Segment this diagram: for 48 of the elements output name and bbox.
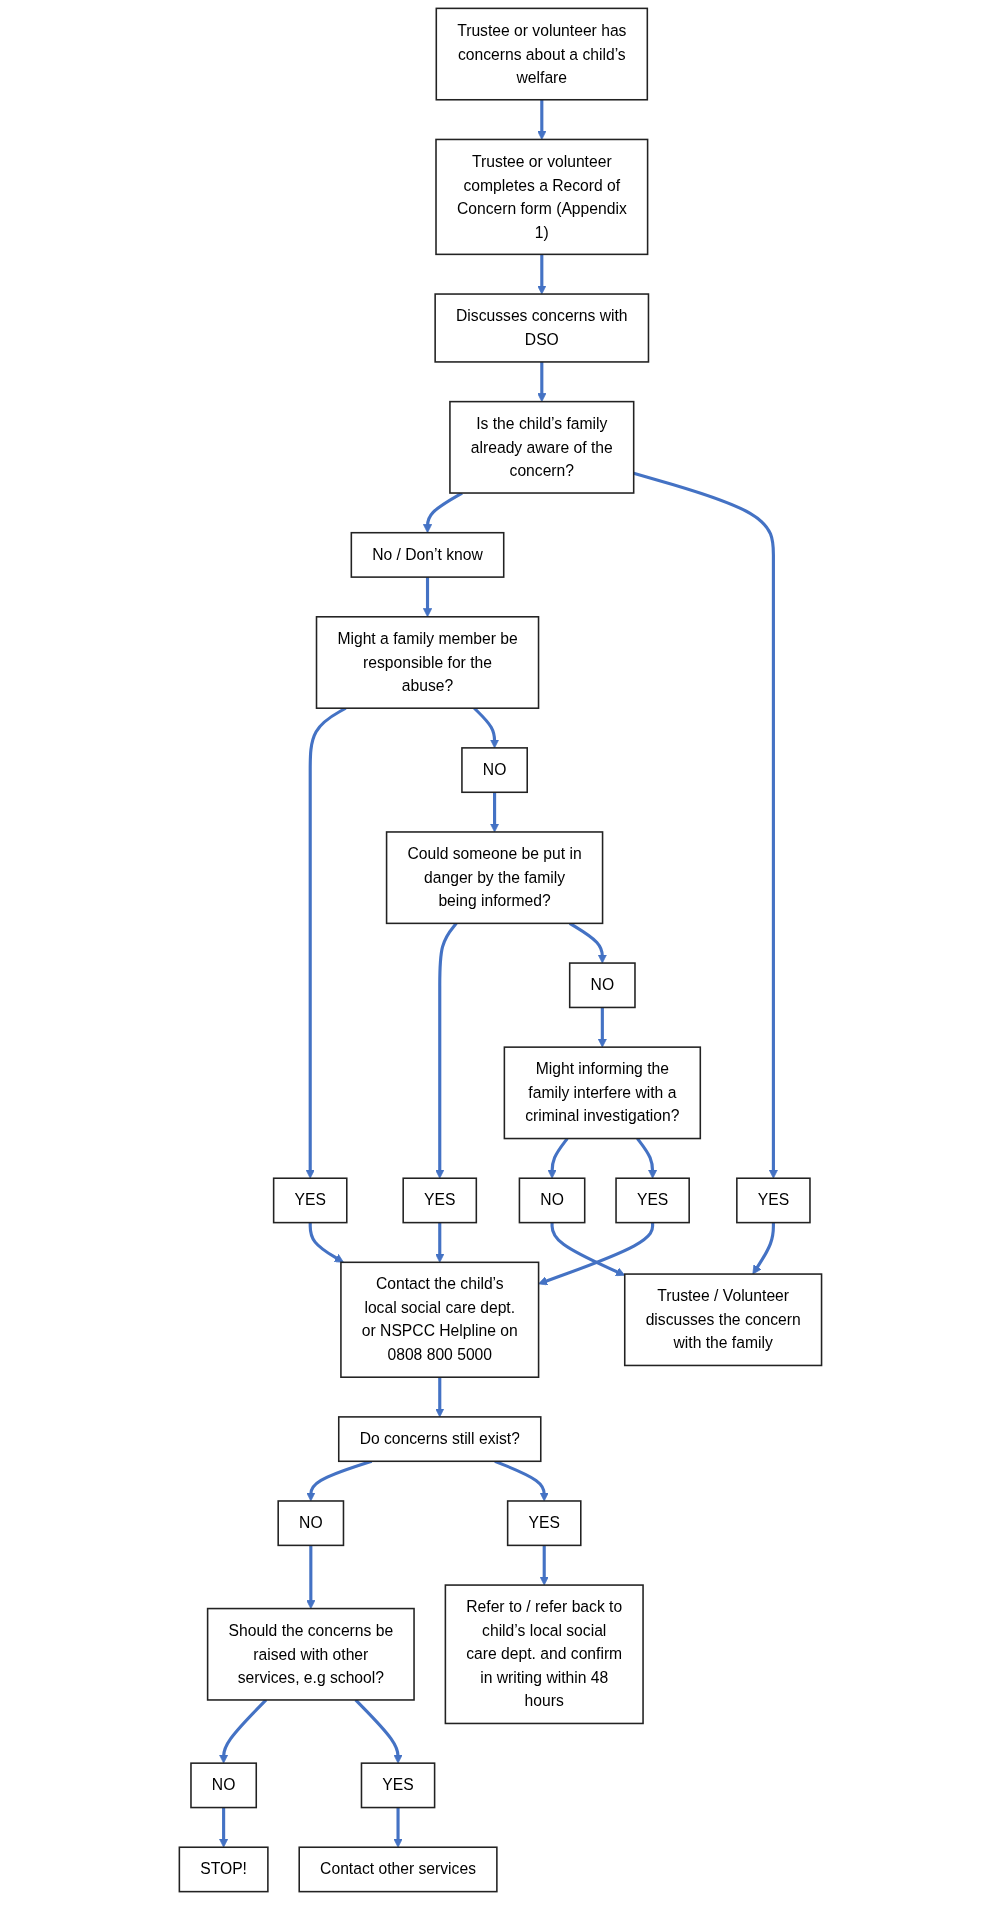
- arrow: [422, 577, 432, 618]
- arrow: [752, 1222, 775, 1275]
- arrow: [472, 707, 499, 749]
- arrow: [536, 99, 546, 140]
- arrow: [597, 1007, 607, 1048]
- arrow: [434, 922, 458, 1179]
- arrow: [536, 361, 546, 403]
- arrow: [547, 1137, 569, 1179]
- node-box: Should the concerns be raised with other services, e.g school?: [206, 1607, 415, 1701]
- node-box: Is the child’s family already aware of the concern?: [448, 400, 634, 494]
- node-box: STOP!: [178, 1846, 269, 1893]
- node-box: NO: [189, 1762, 257, 1809]
- arrow: [434, 1222, 444, 1263]
- node-box: Could someone be put in danger by the family being informed?: [385, 831, 603, 925]
- node-box: NO: [276, 1500, 344, 1547]
- node-box: NO: [568, 962, 636, 1009]
- node-box: Refer to / refer back to child’s local social care dept. and confirm in writing within 48 hours: [444, 1584, 644, 1725]
- node-box: Do concerns still exist?: [337, 1416, 542, 1463]
- arrow: [393, 1807, 403, 1848]
- arrow: [635, 1137, 657, 1179]
- node-box: Might a family member be responsible for the abuse?: [315, 616, 539, 709]
- node-box: No / Don’t know: [350, 531, 505, 578]
- node-box: YES: [401, 1177, 477, 1224]
- arrow: [489, 792, 499, 833]
- arrow: [568, 922, 607, 964]
- arrow: [434, 1377, 444, 1418]
- node-box: YES: [735, 1177, 811, 1224]
- arrow: [218, 1698, 267, 1764]
- node-box: Trustee or volunteer has concerns about a child’s welfare: [435, 7, 648, 101]
- node-box: Trustee or volunteer completes a Record of Concern form (Appendix 1): [434, 138, 648, 256]
- node-box: Contact the child’s local social care dept. or NSPCC Helpline on 0808 800 5000: [339, 1261, 539, 1378]
- node-box: YES: [614, 1177, 690, 1224]
- node-box: YES: [360, 1762, 435, 1809]
- arrow: [550, 1222, 625, 1277]
- arrow: [539, 1545, 549, 1586]
- node-box: NO: [518, 1177, 586, 1224]
- arrow: [308, 1222, 344, 1263]
- node-box: YES: [506, 1500, 582, 1547]
- arrow: [536, 254, 546, 295]
- arrow: [354, 1698, 403, 1764]
- arrow: [218, 1807, 228, 1848]
- node-box: YES: [272, 1177, 348, 1224]
- node-box: Trustee / Volunteer discusses the concern with the family: [623, 1273, 822, 1367]
- arrow: [305, 1545, 315, 1609]
- node-box: Contact other services: [297, 1846, 498, 1893]
- node-box: Might informing the family interfere with a criminal investigation?: [503, 1046, 701, 1140]
- node-box: Discusses concerns with DSO: [433, 293, 649, 363]
- node-box: NO: [460, 747, 528, 794]
